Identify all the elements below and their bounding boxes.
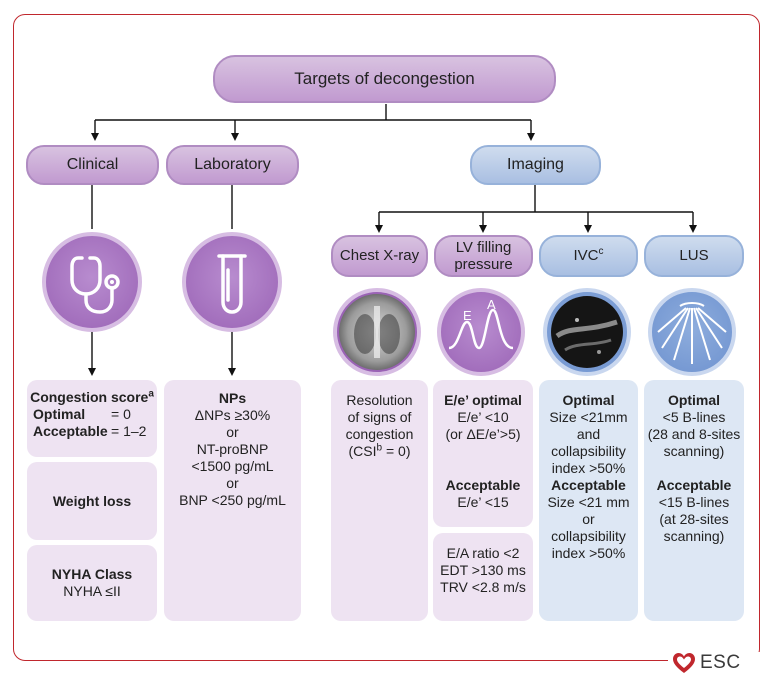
lv-filling-label-2: pressure bbox=[454, 256, 513, 273]
lv-filling-node: LV filling pressure bbox=[434, 235, 533, 277]
lus-optimal-line-2: (28 and 8-sites bbox=[647, 426, 741, 442]
lus-acceptable-line-3: scanning) bbox=[663, 528, 725, 544]
ivc-optimal-line-1: Size <21mm bbox=[549, 409, 628, 425]
chest-xray-node: Chest X-ray bbox=[331, 235, 428, 277]
esc-logo-text: ESC bbox=[700, 652, 741, 673]
acceptable-value: = 1–2 bbox=[111, 423, 147, 439]
optimal-label: Optimal bbox=[33, 406, 86, 422]
xray-line-3: congestion bbox=[345, 426, 414, 442]
lus-optimal-line-1: <5 B-lines bbox=[662, 409, 726, 425]
ivc-acceptable-line-4: index >50% bbox=[551, 545, 626, 561]
lv-extra-line-1: E/A ratio <2 bbox=[446, 545, 520, 561]
weight-loss-label: Weight loss bbox=[52, 492, 132, 509]
ivc-footnote: c bbox=[598, 246, 604, 257]
lv-extra-line-2: EDT >130 ms bbox=[440, 562, 526, 578]
lv-filling-label-1: LV filling bbox=[455, 239, 512, 256]
lv-optimal-title: E/e’ optimal bbox=[444, 392, 522, 408]
ivc-ultrasound-image bbox=[543, 288, 631, 376]
nyha-title: NYHA Class bbox=[51, 566, 133, 582]
root-label: Targets of decongestion bbox=[294, 69, 475, 88]
root-node: Targets of decongestion bbox=[213, 55, 556, 103]
nps-line-6: BNP <250 pg/mL bbox=[179, 492, 286, 508]
imaging-label: Imaging bbox=[507, 156, 564, 173]
xray-line-2: of signs of bbox=[347, 409, 412, 425]
stethoscope-icon bbox=[42, 232, 142, 332]
nps-line-2: or bbox=[226, 424, 239, 440]
lv-acceptable-title: Acceptable bbox=[445, 477, 521, 493]
laboratory-label: Laboratory bbox=[194, 156, 271, 173]
weight-loss-box: Weight loss bbox=[27, 462, 157, 540]
heart-icon bbox=[673, 653, 695, 673]
outer-frame bbox=[13, 14, 760, 661]
lus-criteria-box: Optimal <5 B-lines (28 and 8-sites scann… bbox=[644, 380, 744, 621]
congestion-score-box: Congestion scorea Optimal = 0 Acceptable=… bbox=[27, 380, 157, 457]
ivc-criteria-box: Optimal Size <21mm and collapsibility in… bbox=[539, 380, 638, 621]
wave-label-a: A bbox=[487, 297, 496, 312]
congestion-score-title: Congestion score bbox=[30, 389, 149, 405]
laboratory-node: Laboratory bbox=[166, 145, 299, 185]
clinical-label: Clinical bbox=[66, 156, 119, 173]
nps-line-1: ΔNPs ≥30% bbox=[194, 407, 271, 423]
ivc-node: IVCc bbox=[539, 235, 638, 277]
lv-extra-line-3: TRV <2.8 m/s bbox=[440, 579, 526, 595]
imaging-node: Imaging bbox=[470, 145, 601, 185]
ivc-acceptable-line-1: Size <21 mm bbox=[547, 494, 630, 510]
nyha-value: NYHA ≤II bbox=[63, 583, 121, 599]
congestion-score-footnote: a bbox=[148, 388, 154, 400]
chest-xray-label: Chest X-ray bbox=[339, 247, 420, 264]
doppler-wave-icon: E A bbox=[437, 288, 525, 376]
lv-criteria-box: E/e’ optimal E/e’ <10 (or ΔE/e’>5) Accep… bbox=[433, 380, 533, 527]
ivc-optimal-line-2: and bbox=[576, 426, 601, 442]
lv-extra-box: E/A ratio <2 EDT >130 ms TRV <2.8 m/s bbox=[433, 533, 533, 621]
clinical-node: Clinical bbox=[26, 145, 159, 185]
nps-title: NPs bbox=[218, 390, 247, 406]
lus-optimal-line-3: scanning) bbox=[663, 443, 725, 459]
lv-optimal-line-2: (or ΔE/e’>5) bbox=[445, 426, 521, 442]
xray-criteria-box: Resolution of signs of congestion (CSIb … bbox=[331, 380, 428, 621]
wave-label-e: E bbox=[463, 308, 472, 323]
test-tube-icon bbox=[182, 232, 282, 332]
lus-optimal-title: Optimal bbox=[667, 392, 721, 408]
lus-acceptable-title: Acceptable bbox=[656, 477, 732, 493]
ivc-label: IVC bbox=[573, 247, 599, 264]
esc-logo: ESC bbox=[668, 652, 768, 674]
lus-node: LUS bbox=[644, 235, 744, 277]
nyha-box: NYHA Class NYHA ≤II bbox=[27, 545, 157, 621]
nps-line-5: or bbox=[226, 475, 239, 491]
ivc-optimal-line-4: index >50% bbox=[551, 460, 626, 476]
nps-box: NPs ΔNPs ≥30% or NT-proBNP <1500 pg/mL o… bbox=[164, 380, 301, 621]
chest-xray-image bbox=[333, 288, 421, 376]
lv-optimal-line-1: E/e’ <10 bbox=[457, 409, 509, 425]
xray-footnote: b bbox=[376, 442, 383, 454]
optimal-value: = 0 bbox=[111, 406, 131, 422]
nps-line-4: <1500 pg/mL bbox=[191, 458, 274, 474]
nps-line-3: NT-proBNP bbox=[196, 441, 269, 457]
acceptable-label: Acceptable bbox=[33, 423, 108, 439]
ivc-optimal-line-3: collapsibility bbox=[551, 443, 626, 459]
lv-acceptable-line-1: E/e’ <15 bbox=[457, 494, 509, 510]
lung-ultrasound-icon bbox=[648, 288, 736, 376]
lus-label: LUS bbox=[679, 247, 709, 264]
xray-line-1: Resolution bbox=[346, 392, 413, 408]
ivc-acceptable-line-2: or bbox=[582, 511, 595, 527]
ivc-acceptable-title: Acceptable bbox=[551, 477, 626, 493]
ivc-optimal-title: Optimal bbox=[562, 392, 615, 408]
xray-line-4a: (CSI bbox=[348, 443, 377, 459]
lus-acceptable-line-1: <15 B-lines bbox=[658, 494, 730, 510]
xray-line-4b: = 0) bbox=[382, 443, 411, 459]
ivc-acceptable-line-3: collapsibility bbox=[551, 528, 626, 544]
lus-acceptable-line-2: (at 28-sites bbox=[659, 511, 729, 527]
